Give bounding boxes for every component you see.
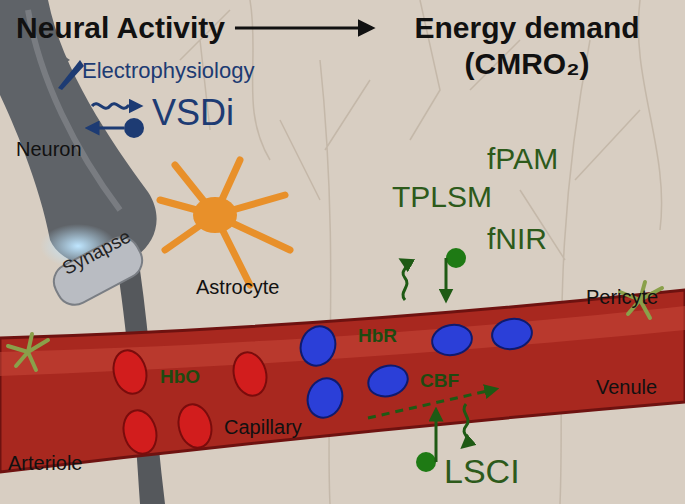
part-label: LSCI — [444, 452, 520, 491]
part-label: fNIR — [487, 222, 547, 257]
part-label: VSDi — [152, 92, 234, 133]
flow-arrow — [235, 27, 372, 30]
part-label: Neuron — [16, 138, 82, 161]
part-label: Pericyte — [586, 286, 658, 309]
heading-text: Neural Activity — [16, 10, 225, 46]
part-label: Electrophysiology — [82, 58, 254, 83]
part-label: fPAM — [487, 142, 558, 177]
part-label: Venule — [596, 376, 657, 399]
part-label: Capillary — [224, 416, 302, 439]
part-label: HbO — [160, 366, 200, 388]
heading-node: Energy demand (CMRO₂) — [382, 10, 672, 82]
part-label: Synapse — [59, 226, 135, 280]
part-label: CBF — [420, 370, 459, 392]
part-label: TPLSM — [392, 180, 492, 215]
heading-node: Neural Activity — [16, 10, 225, 46]
heading-text: Energy demand (CMRO₂) — [382, 10, 672, 82]
part-label: Astrocyte — [196, 276, 279, 299]
part-label: Arteriole — [8, 452, 82, 475]
part-label: HbR — [358, 325, 397, 347]
